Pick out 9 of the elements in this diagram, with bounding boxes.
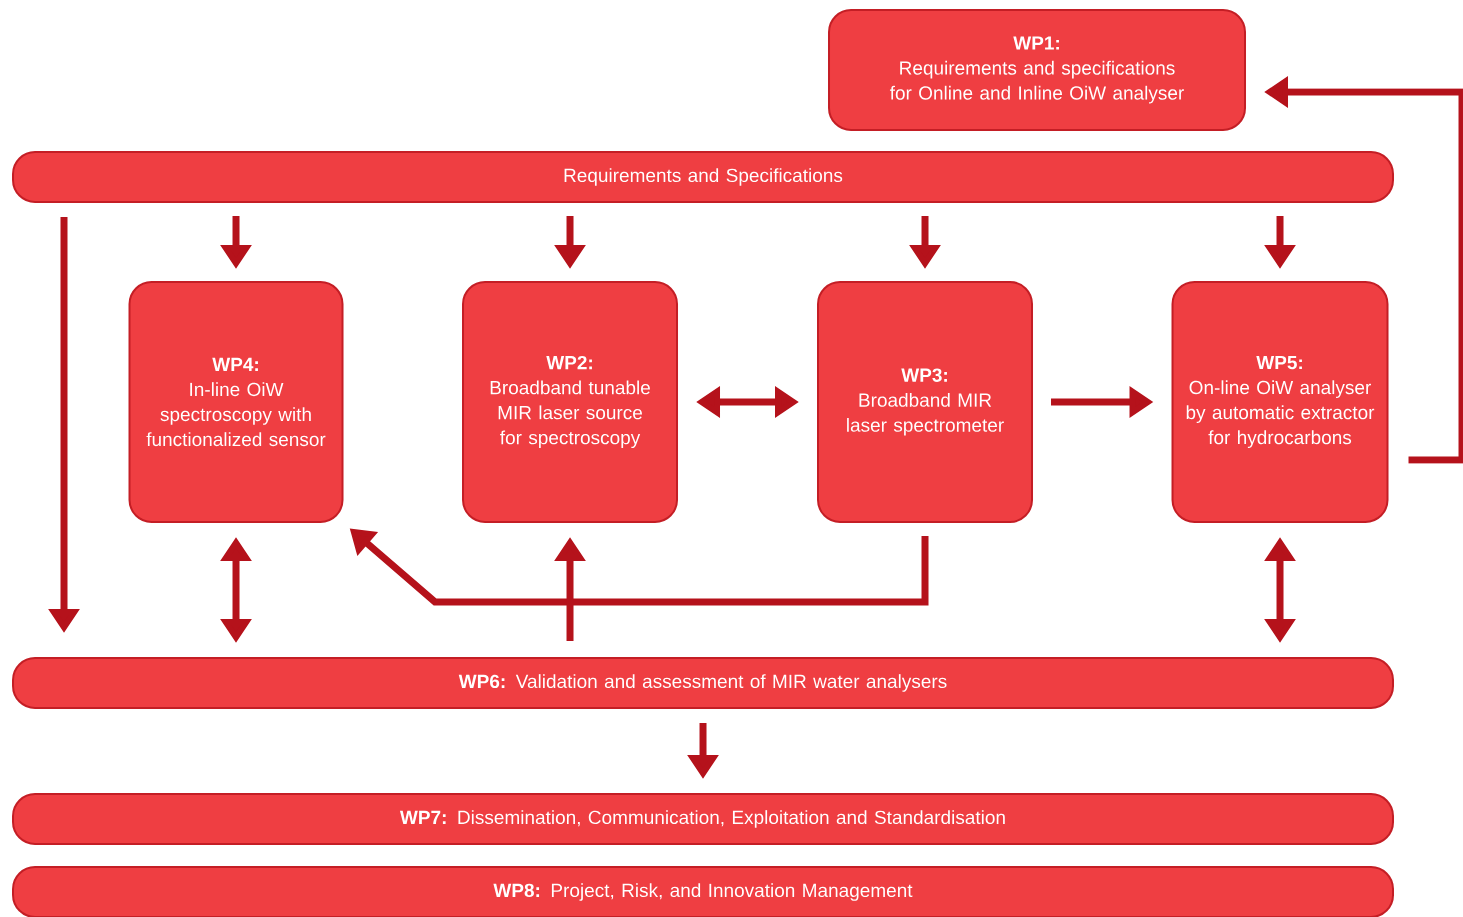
work-package-box: WP2: Broadband tunable MIR laser source for spectroscopy [462, 281, 678, 523]
work-package-box: WP3: Broadband MIR laser spectrometer [817, 281, 1033, 523]
work-package-bar: WP7: Dissemination, Communication, Exploitation and Standardisation [12, 793, 1394, 845]
work-package-box: WP4: In-line OiW spectroscopy with functionalized sensor [128, 281, 344, 523]
work-package-bar: WP6: Validation and assessment of MIR water analysers [12, 657, 1394, 709]
work-package-bar: Requirements and Specifications [12, 151, 1394, 203]
work-package-box: WP5: On-line OiW analyser by automatic extractor for hydrocarbons [1171, 281, 1389, 523]
work-package-box: WP1: Requirements and specifications for Online and Inline OiW analyser [828, 9, 1246, 131]
work-package-bar: WP8: Project, Risk, and Innovation Management [12, 866, 1394, 917]
